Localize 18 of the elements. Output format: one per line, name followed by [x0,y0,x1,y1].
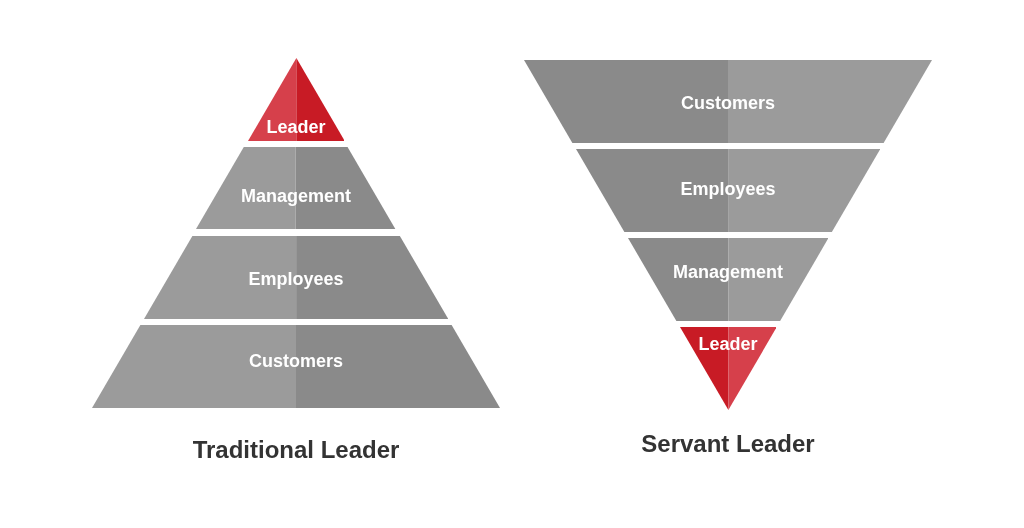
leader-tier [679,327,777,410]
pyramid-tier [627,238,829,321]
tier-label: Leader [698,333,758,355]
tier-label: Management [672,261,783,283]
tier-label: Management [240,185,351,207]
pyramid-tier [575,149,881,232]
tier-label: Customers [681,92,775,114]
tier-label: Employees [680,178,776,200]
pyramid-tier [196,147,396,229]
tier-label: Customers [249,350,343,372]
tier-label: Leader [266,116,326,138]
leader-tier [247,58,345,141]
pyramid-tier [92,325,500,408]
pyramid-title: Traditional Leader [192,436,400,464]
tier-label: Employees [248,268,344,290]
pyramid-tier [143,236,449,319]
pyramid-tier [524,60,932,143]
pyramid-title: Servant Leader [641,430,815,458]
